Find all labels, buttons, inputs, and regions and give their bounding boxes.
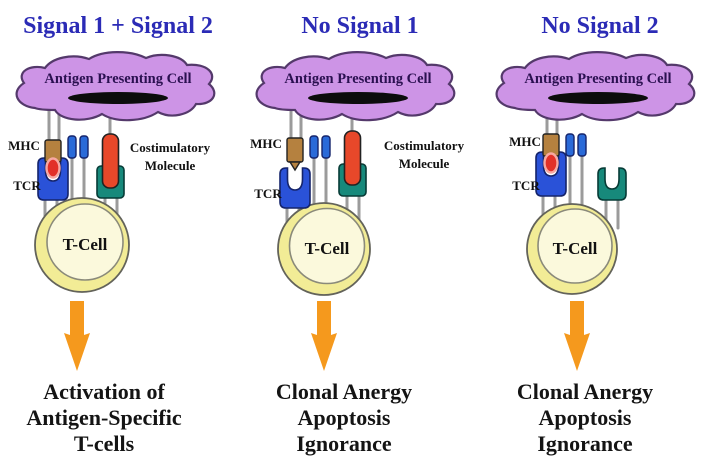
outcome-line: Activation of [43, 379, 165, 404]
apc-label: Antigen Presenting Cell [284, 71, 431, 87]
antigen-presenting-cell [15, 51, 216, 122]
apc-label: Antigen Presenting Cell [44, 71, 191, 87]
panel-2-diagram: No Signal 1 Antigen Presenting Cell T-Ce… [250, 13, 465, 456]
mhc-tip [288, 161, 302, 172]
costimulatory-molecule [343, 130, 362, 186]
coreceptor [79, 135, 89, 159]
tcell-body [288, 207, 366, 285]
panel-title: No Signal 1 [301, 13, 418, 39]
antigen-presenting-cell [255, 51, 456, 122]
antigen-presenting-cell [495, 51, 696, 122]
mhc-molecule-empty [286, 137, 304, 163]
antigen-peptide [543, 152, 559, 174]
apc-nucleus [308, 92, 408, 104]
outcome-line: Clonal Anergy [276, 379, 412, 404]
mhc-text-label: MHC [8, 138, 40, 153]
outcome-line: Apoptosis [298, 405, 391, 430]
outcome-line: Ignorance [537, 431, 633, 456]
costim-text-label: Costimulatory [130, 140, 211, 155]
outcome-line: Clonal Anergy [517, 379, 653, 404]
tcr-receptor-empty [279, 167, 311, 209]
coreceptor [67, 135, 77, 159]
tcell-label: T-Cell [63, 235, 108, 254]
costim-text-label: Molecule [145, 158, 196, 173]
coreceptor [309, 135, 319, 159]
panel-3-diagram: No Signal 2 Antigen Presenting Cell T-Ce… [495, 13, 696, 456]
down-arrow-icon [311, 301, 337, 371]
outcome-line: T-cells [74, 431, 135, 456]
mhc-text-label: MHC [509, 134, 541, 149]
tcell-label: T-Cell [553, 239, 598, 258]
apc-label: Antigen Presenting Cell [524, 71, 671, 87]
panel-title: No Signal 2 [541, 13, 658, 39]
coreceptor [565, 133, 575, 157]
costim-text-label: Costimulatory [384, 138, 465, 153]
costim-text-label: Molecule [399, 156, 450, 171]
outcome-line: Ignorance [296, 431, 392, 456]
tcell-body [46, 203, 124, 281]
down-arrow-icon [64, 301, 90, 371]
tcell-body [537, 208, 613, 284]
mhc-text-label: MHC [250, 136, 282, 151]
tcr-text-label: TCR [512, 178, 540, 193]
antigen-peptide [45, 157, 61, 179]
tcr-text-label: TCR [13, 178, 41, 193]
coreceptor [577, 133, 587, 157]
outcome-line: Apoptosis [539, 405, 632, 430]
panel-1-diagram: Signal 1 + Signal 2 Antigen Presenting C… [8, 13, 216, 456]
outcome-line: Antigen-Specific [26, 405, 181, 430]
apc-nucleus [68, 92, 168, 104]
panel-no-signal2: No Signal 2 Antigen Presenting Cell T-Ce… [480, 0, 720, 465]
panel-no-signal1: No Signal 1 Antigen Presenting Cell T-Ce… [240, 0, 480, 465]
apc-nucleus [548, 92, 648, 104]
coreceptor [321, 135, 331, 159]
costimulatory-molecule [101, 133, 120, 189]
costim-receptor-empty [597, 167, 627, 201]
tcr-text-label: TCR [254, 186, 282, 201]
panel-title: Signal 1 + Signal 2 [23, 13, 213, 39]
tcell-label: T-Cell [305, 239, 350, 258]
down-arrow-icon [564, 301, 590, 371]
panel-signal1-signal2: Signal 1 + Signal 2 Antigen Presenting C… [0, 0, 240, 465]
